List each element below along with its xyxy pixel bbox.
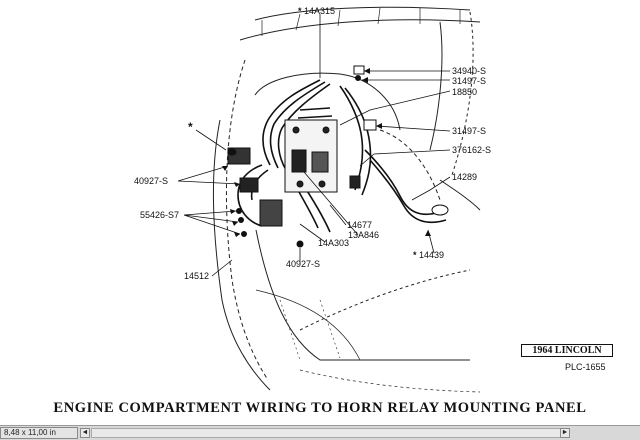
label-31497-S-top: 31497-S: [452, 76, 487, 86]
horizontal-scrollbar[interactable]: [91, 428, 562, 438]
diagram-title: ENGINE COMPARTMENT WIRING TO HORN RELAY …: [53, 400, 587, 416]
label-14A303: 14A303: [318, 238, 350, 248]
relay-mounting-panel: [227, 65, 449, 248]
scroll-thumb[interactable]: [92, 429, 562, 437]
label-40927-S-bottom: 40927-S: [286, 259, 321, 269]
label-40927-S-left: 40927-S: [134, 176, 169, 186]
label-14A315: * 14A315: [298, 6, 335, 16]
star-marker: *: [413, 250, 417, 260]
label-18850: 18850: [452, 87, 478, 97]
arrow-heads: [222, 68, 431, 237]
scroll-right-button[interactable]: ►: [560, 428, 570, 438]
label-34940-S: 34940-S: [452, 66, 487, 76]
label-14512: 14512: [184, 271, 210, 281]
label-55426-S7: 55426-S7: [140, 210, 180, 220]
label-13A846: 13A846: [348, 230, 380, 240]
label-14289: 14289: [452, 172, 478, 182]
label-text: 14A315: [304, 6, 336, 16]
plate-number: PLC-1655: [565, 362, 606, 372]
label-14439: * 14439: [413, 250, 444, 260]
label-376162-S: 376162-S: [452, 145, 492, 155]
leader-lines: [177, 14, 451, 277]
fender-outline: [254, 6, 471, 21]
star-marker-left: *: [188, 120, 193, 134]
label-31497-S-mid: 31497-S: [452, 126, 487, 136]
scroll-left-button[interactable]: ◄: [80, 428, 90, 438]
wiring-diagram: [177, 6, 481, 393]
page-size-indicator: 8,48 x 11,00 in: [0, 427, 78, 439]
label-14677: 14677: [347, 220, 373, 230]
star-marker: *: [298, 6, 302, 16]
model-badge: 1964 LINCOLN: [521, 344, 613, 357]
status-bar: 8,48 x 11,00 in ◄ ►: [0, 425, 640, 440]
label-text: 14439: [419, 250, 445, 260]
